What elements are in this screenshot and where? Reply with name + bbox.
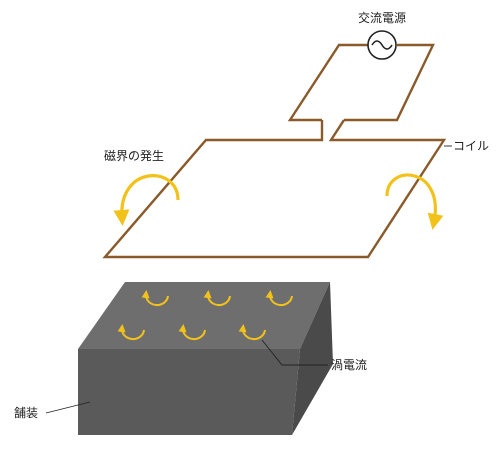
- sine-wave-icon: [371, 40, 393, 50]
- coil-lead-right: [344, 43, 435, 122]
- eddy-swirl-icon: [238, 324, 266, 341]
- eddy-swirl-icon: [178, 324, 206, 341]
- eddy-current-label: 渦電流: [331, 358, 368, 372]
- field-arrow-right-icon: [385, 173, 444, 230]
- magnetic-field-label: 磁界の発生: [104, 149, 165, 163]
- leader-lines: [45, 145, 452, 414]
- magnetic-field-arrows: [113, 173, 444, 230]
- pavement-block: [78, 282, 333, 435]
- pavement-label: 舗装: [14, 406, 39, 420]
- coil-lead-left: [287, 43, 368, 122]
- field-arrow-left-icon: [113, 174, 180, 226]
- pavement-leader-line: [45, 401, 91, 414]
- eddy-swirl-icon: [117, 324, 145, 341]
- ac-source: [367, 30, 397, 60]
- power-source-label: 交流電源: [358, 11, 407, 25]
- eddy-swirl-icon: [203, 290, 231, 307]
- eddy-swirl-icon: [265, 290, 293, 307]
- eddy-leader-line: [261, 339, 328, 366]
- eddy-swirl-icon: [141, 290, 169, 307]
- eddy-current-swirls: [117, 290, 293, 341]
- coil-label: コイル: [453, 139, 490, 153]
- block-right-face: [292, 282, 333, 435]
- coil-loop-left: [102, 119, 447, 259]
- block-top-face: [78, 282, 330, 349]
- block-front-face: [78, 349, 300, 435]
- coil: [102, 43, 447, 259]
